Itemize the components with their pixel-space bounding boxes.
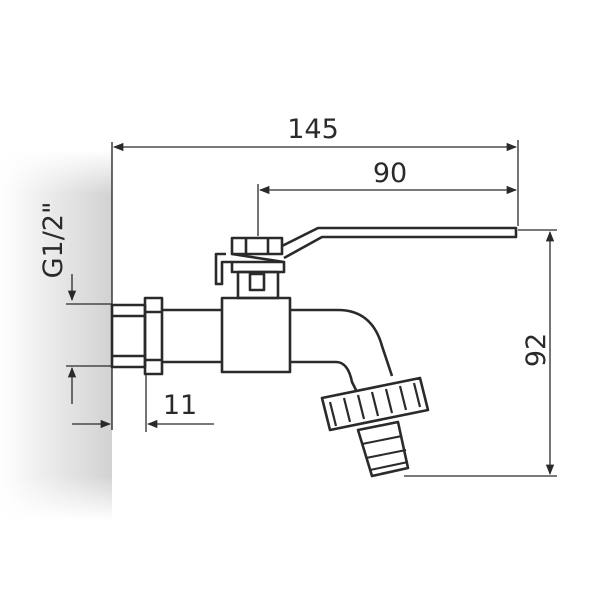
thread-connector xyxy=(110,303,147,369)
dimension-lines xyxy=(66,140,557,477)
hex-nut xyxy=(143,296,164,376)
hose-barb xyxy=(356,420,410,478)
stop-tab xyxy=(214,252,232,286)
dim-label-11: 11 xyxy=(163,390,197,421)
hose-barb-ridges xyxy=(361,435,409,471)
hose-nut xyxy=(320,376,430,432)
wall-fade xyxy=(0,150,112,520)
gland-line xyxy=(231,252,285,264)
spout-inner xyxy=(290,360,358,391)
gland xyxy=(230,260,286,274)
tap-body xyxy=(110,226,518,478)
dim-label-thread: G1/2" xyxy=(38,202,69,279)
hose-nut-ridges xyxy=(328,382,422,427)
dim-label-92: 92 xyxy=(521,333,552,367)
stem-block xyxy=(236,270,280,300)
spout-outer xyxy=(290,308,394,377)
wall xyxy=(0,142,113,520)
valve-body xyxy=(220,296,292,374)
inlet-pipe xyxy=(162,308,222,364)
stem-key xyxy=(248,272,266,292)
dim-label-90: 90 xyxy=(373,158,407,189)
handle-lever xyxy=(281,226,518,260)
dim-label-145: 145 xyxy=(287,114,339,145)
top-nut xyxy=(230,236,284,256)
